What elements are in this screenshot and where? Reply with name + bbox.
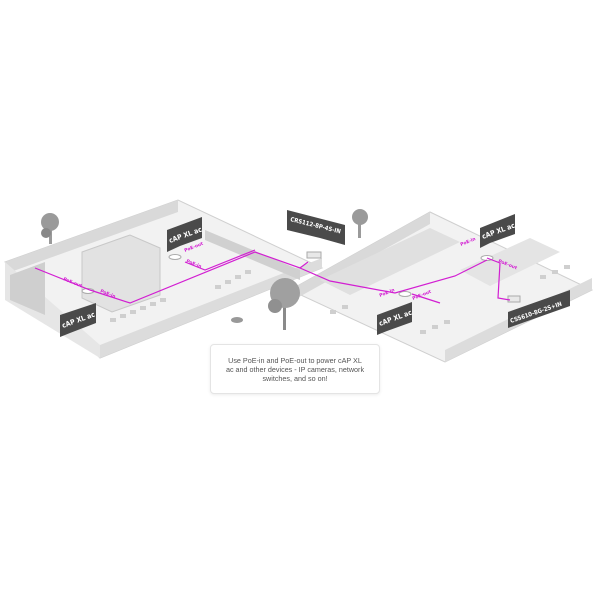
callout-cap-left-bottom: cAP XL ac (60, 303, 96, 337)
callout-cap-right-bottom: cAP XL ac (377, 302, 413, 335)
info-text: Use PoE-in and PoE-out to power cAP XL a… (225, 355, 365, 383)
tree-icon (352, 209, 368, 238)
svg-text:PoE-in: PoE-in (379, 287, 396, 299)
tree-icon (268, 278, 300, 330)
info-box: Use PoE-in and PoE-out to power cAP XL a… (210, 344, 380, 394)
access-point-icon (168, 254, 182, 260)
switch-icon (306, 251, 322, 259)
switch-icon (507, 295, 521, 303)
access-point-icon (398, 291, 412, 297)
tree-icon (41, 213, 59, 244)
svg-text:PoE-in: PoE-in (185, 258, 202, 270)
callout-crs112: CRS112-8P-4S-IN (287, 210, 345, 245)
poe-cables (34, 249, 511, 304)
callout-cap-right-top: cAP XL ac (480, 214, 516, 248)
callout-cap-left-top: cAP XL ac (167, 217, 203, 252)
rock-icon (231, 317, 243, 323)
svg-text:PoE-in: PoE-in (460, 236, 477, 248)
svg-text:PoE-in: PoE-in (99, 288, 116, 300)
